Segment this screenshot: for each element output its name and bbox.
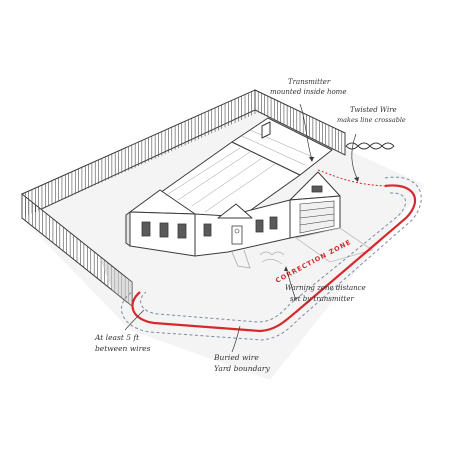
house-front-door: [231, 225, 243, 245]
leader-transmitter: [299, 103, 313, 161]
house-windows: [141, 185, 323, 239]
arrow-twisted: [354, 177, 359, 182]
label-warning-line1: Warning zone distance: [285, 284, 366, 292]
label-twisted-line1: Twisted Wire: [350, 106, 397, 114]
window-left-3: [177, 223, 187, 239]
label-buried-line1: Buried wire: [213, 353, 259, 362]
label-buried-line2: Yard boundary: [214, 364, 270, 373]
driveway: [295, 227, 373, 263]
window-center-1: [203, 223, 212, 237]
door-window-icon: [234, 228, 240, 234]
walkway: [231, 249, 251, 269]
house-porch-gable: [217, 203, 253, 219]
label-warning-line2: set by transmitter: [290, 295, 355, 303]
leader-spacing: [124, 309, 145, 331]
house-chimney: [261, 121, 271, 139]
fence-shadow: [100, 258, 132, 306]
warning-zone-inner-boundary: [140, 192, 406, 323]
window-left-1: [141, 221, 151, 237]
arrow-transmitter: [309, 157, 314, 162]
label-transmitter-line1: Transmitter: [288, 78, 331, 86]
garage-door: [299, 200, 335, 234]
house-left-side: [125, 211, 131, 247]
arrow-warning: [284, 266, 288, 271]
window-center-2: [255, 219, 264, 233]
warning-zone-outer-boundary: [121, 176, 422, 341]
leader-buried-wire: [231, 325, 241, 353]
twisted-wire-icon: [345, 142, 395, 150]
yard-shrubs: [259, 251, 285, 265]
label-transmitter-line2: mounted inside home: [270, 88, 346, 96]
label-spacing-line1: At least 5 ft: [94, 333, 140, 342]
window-center-3: [269, 216, 278, 230]
window-garage-top: [311, 185, 323, 193]
leader-twisted-wire: [351, 133, 359, 181]
twisted-wire-to-house: [317, 169, 386, 187]
label-spacing-line2: between wires: [95, 344, 151, 353]
label-twisted-line2: makes line crossable: [337, 116, 406, 124]
house-roof-back: [231, 117, 333, 176]
window-left-2: [159, 222, 169, 238]
correction-zone-wire: [131, 184, 417, 333]
